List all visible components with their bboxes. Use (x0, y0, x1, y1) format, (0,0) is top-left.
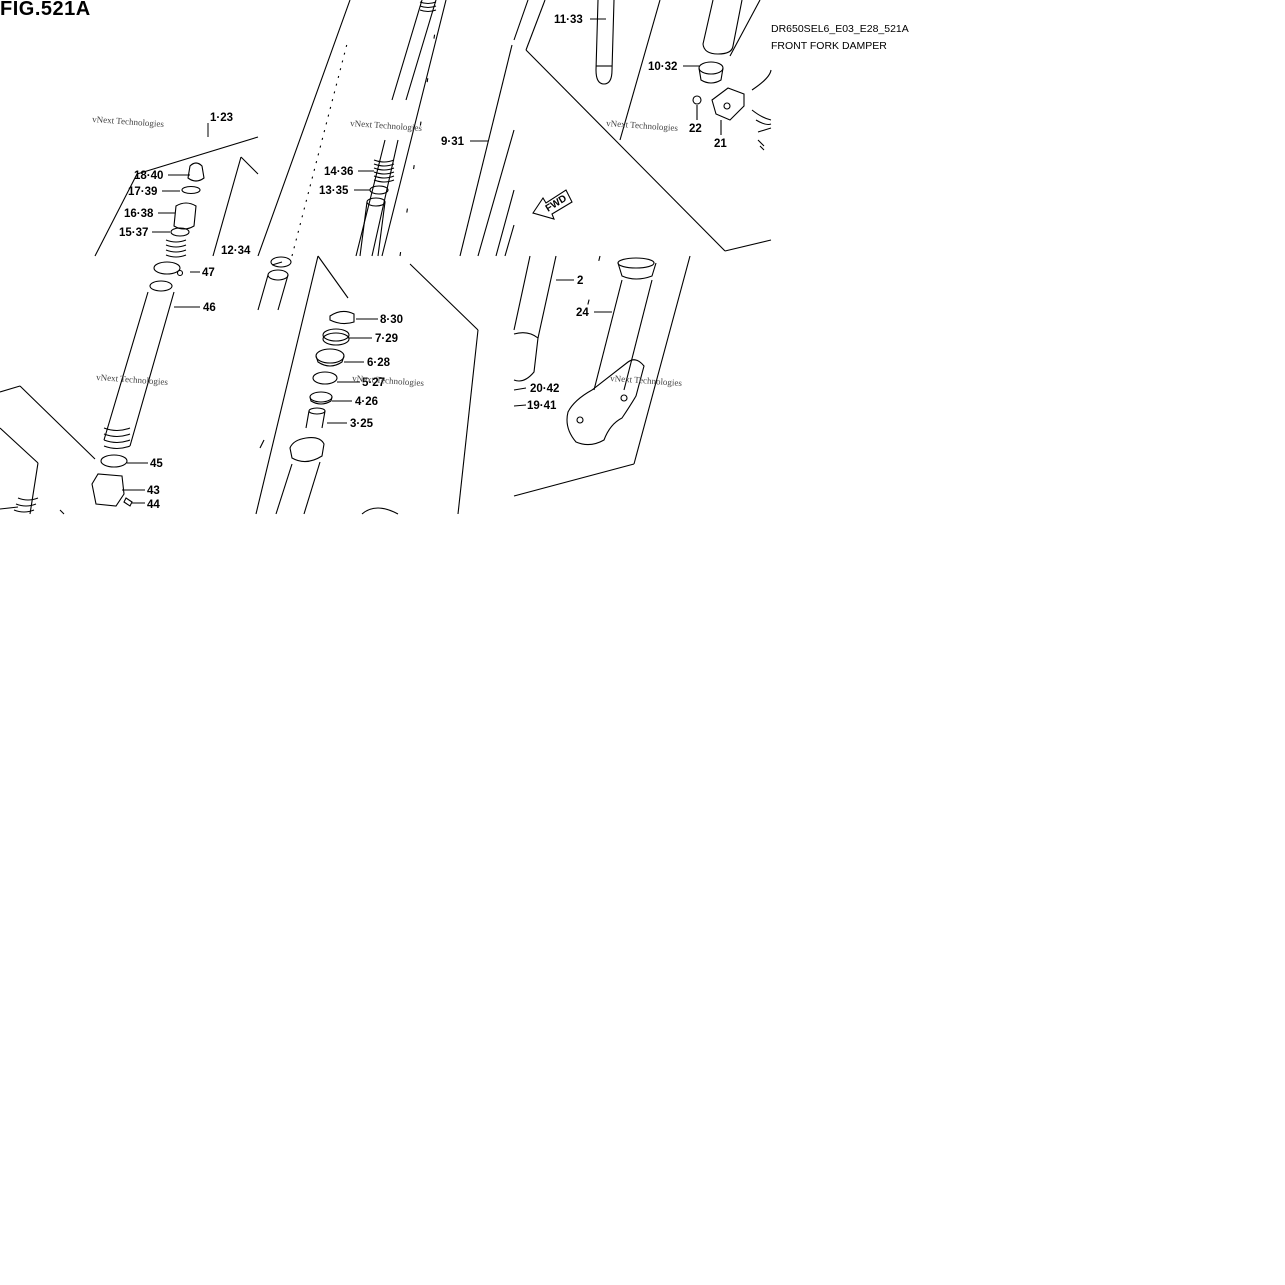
figure-description: FRONT FORK DAMPER (771, 40, 887, 52)
callout-20-42: 20·42 (530, 383, 559, 395)
collar-16-38 (173, 202, 197, 230)
callout-15-37: 15·37 (119, 227, 148, 239)
part-6-28 (315, 348, 345, 364)
boot-46 (103, 291, 175, 447)
callout-1-23: 1·23 (210, 112, 233, 124)
callout-labels: 1·23 18·40 17·39 16·38 15·37 12·34 47 46… (119, 14, 727, 511)
callout-12-34: 12·34 (221, 245, 251, 257)
block-43 (91, 473, 125, 507)
fwd-arrow (532, 189, 573, 220)
clamp-45 (100, 454, 128, 468)
callout-44: 44 (147, 499, 160, 511)
callout-6-28: 6·28 (367, 357, 391, 369)
callout-7-29: 7·29 (375, 333, 398, 345)
spring-14-36 (373, 159, 395, 183)
watermark-4: vNext Technologies (96, 372, 169, 387)
collar-10-32 (698, 61, 724, 75)
watermark-3: vNext Technologies (606, 118, 679, 133)
upper-right-group (513, 0, 772, 252)
callout-46: 46 (203, 302, 216, 314)
callout-2: 2 (577, 275, 583, 287)
bolt-44 (123, 497, 133, 507)
callout-5-27: 5·27 (362, 377, 385, 389)
callout-3-25: 3·25 (350, 418, 374, 430)
figure-title: FIG.521A (0, 0, 91, 20)
callout-19-41: 19·41 (527, 400, 557, 412)
callout-24: 24 (576, 307, 589, 319)
part-3-25 (305, 410, 326, 429)
nut-22 (692, 95, 702, 105)
callout-9-31: 9·31 (441, 136, 465, 148)
watermark-1: vNext Technologies (92, 114, 165, 129)
watermark-2: vNext Technologies (350, 118, 423, 133)
part-7-29 (322, 328, 350, 342)
fork-tube-long (257, 0, 515, 266)
cap-18-40 (187, 162, 205, 182)
callout-14-36: 14·36 (324, 166, 353, 178)
figure-code: DR650SEL6_E03_E28_521A (771, 23, 909, 35)
callout-11-33: 11·33 (554, 14, 583, 26)
callout-16-38: 16·38 (124, 208, 154, 220)
outer-tube-group (513, 255, 691, 497)
callout-43: 43 (147, 485, 160, 497)
callout-22: 22 (689, 123, 702, 135)
callout-13-35: 13·35 (319, 185, 349, 197)
bracket-21 (711, 87, 745, 121)
callout-10-32: 10·32 (648, 61, 677, 73)
callout-45: 45 (150, 458, 163, 470)
cylinder-11-33 (595, 0, 615, 85)
part-5-27 (312, 371, 338, 385)
leader-lines (122, 18, 699, 504)
callout-47: 47 (202, 267, 215, 279)
part-4-26 (309, 391, 333, 403)
callout-4-26: 4·26 (355, 396, 378, 408)
clamp-47 (153, 261, 181, 275)
seal-group (165, 162, 479, 515)
outer-tube-24 (617, 257, 655, 269)
boot-group (0, 261, 184, 515)
part-8-30 (329, 310, 355, 325)
outline-upper-left (94, 136, 259, 257)
callout-8-30: 8·30 (380, 314, 403, 326)
spring-15-37 (165, 239, 187, 258)
watermarks: vNext Technologies vNext Technologies vN… (92, 114, 683, 388)
watermark-6: vNext Technologies (610, 373, 683, 388)
callout-18-40: 18·40 (134, 170, 163, 182)
callout-21: 21 (714, 138, 727, 150)
callout-17-39: 17·39 (128, 186, 157, 198)
